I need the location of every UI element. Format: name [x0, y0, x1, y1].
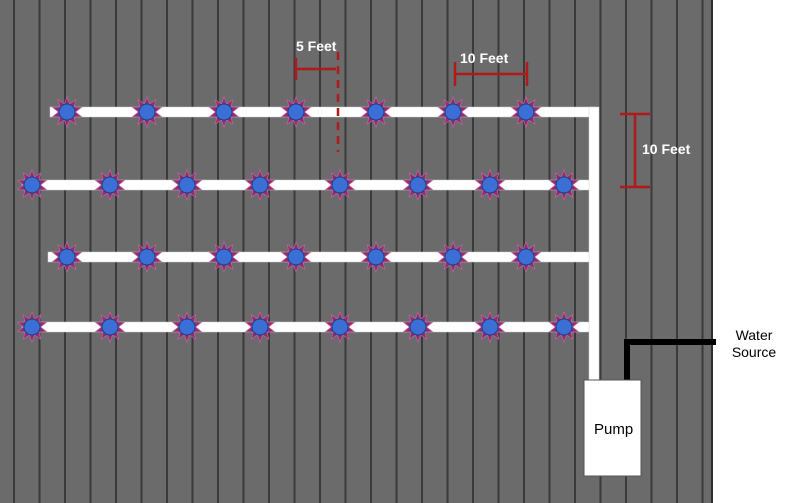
sprinkler-nozzle — [444, 103, 462, 121]
sprinkler-nozzle — [367, 103, 385, 121]
supply-hose — [624, 339, 716, 382]
sprinkler-head — [171, 168, 203, 202]
sprinkler-head — [280, 240, 312, 274]
sprinkler-head — [360, 240, 392, 274]
sprinkler-nozzle — [331, 318, 349, 336]
sprinkler-nozzle — [101, 176, 119, 194]
sprinkler-nozzle — [178, 318, 196, 336]
sprinkler-nozzle — [481, 176, 499, 194]
sprinkler-nozzle — [251, 318, 269, 336]
sprinkler-nozzle — [331, 176, 349, 194]
sprinkler-nozzle — [287, 103, 305, 121]
sprinkler-head — [94, 310, 126, 344]
sprinkler-nozzle — [101, 318, 119, 336]
main-feed-pipe — [588, 106, 600, 383]
sprinkler-nozzle — [215, 248, 233, 266]
sprinkler-head — [437, 240, 469, 274]
sprinkler-heads — [16, 95, 580, 344]
dimension-markers — [294, 52, 650, 189]
sprinkler-head — [244, 310, 276, 344]
sprinkler-nozzle — [481, 318, 499, 336]
pipe-network — [21, 106, 600, 383]
sprinkler-nozzle — [517, 103, 535, 121]
sprinkler-nozzle — [367, 248, 385, 266]
sprinkler-head — [360, 95, 392, 129]
sprinkler-head — [548, 168, 580, 202]
sprinkler-nozzle — [215, 103, 233, 121]
sprinkler-nozzle — [409, 176, 427, 194]
sprinkler-nozzle — [555, 176, 573, 194]
sprinkler-nozzle — [58, 248, 76, 266]
sprinkler-head — [244, 168, 276, 202]
sprinkler-nozzle — [23, 176, 41, 194]
sprinkler-head — [402, 310, 434, 344]
sprinkler-head — [510, 95, 542, 129]
sprinkler-head — [94, 168, 126, 202]
sprinkler-nozzle — [251, 176, 269, 194]
sprinkler-nozzle — [409, 318, 427, 336]
sprinkler-nozzle — [555, 318, 573, 336]
sprinkler-head — [131, 95, 163, 129]
pump-label: Pump — [594, 421, 634, 438]
sprinkler-head — [280, 95, 312, 129]
water-source-line2: Source — [731, 344, 777, 360]
sprinkler-head — [437, 95, 469, 129]
sprinkler-nozzle — [138, 248, 156, 266]
sprinkler-head — [324, 310, 356, 344]
sprinkler-head — [16, 168, 48, 202]
sprinkler-head — [131, 240, 163, 274]
sprinkler-head — [474, 310, 506, 344]
water-source-label: Water Source — [722, 327, 786, 361]
water-source-line1: Water — [735, 327, 773, 343]
pump-box — [583, 379, 642, 477]
sprinkler-head — [51, 240, 83, 274]
spacing-full-label: 10 Feet — [460, 50, 509, 66]
water-supply-line — [624, 339, 716, 382]
sprinkler-head — [324, 168, 356, 202]
sprinkler-head — [208, 240, 240, 274]
sprinkler-head — [171, 310, 203, 344]
sprinkler-head — [510, 240, 542, 274]
sprinkler-nozzle — [517, 248, 535, 266]
sprinkler-head — [402, 168, 434, 202]
sprinkler-nozzle — [138, 103, 156, 121]
sprinkler-nozzle — [23, 318, 41, 336]
sprinkler-nozzle — [178, 176, 196, 194]
spacing-half-label: 5 Feet — [296, 38, 337, 54]
sprinkler-head — [548, 310, 580, 344]
sprinkler-nozzle — [58, 103, 76, 121]
row-spacing-label: 10 Feet — [642, 141, 691, 157]
sprinkler-head — [208, 95, 240, 129]
sprinkler-nozzle — [287, 248, 305, 266]
sprinkler-head — [16, 310, 48, 344]
sprinkler-head — [51, 95, 83, 129]
sprinkler-head — [474, 168, 506, 202]
sprinkler-nozzle — [444, 248, 462, 266]
